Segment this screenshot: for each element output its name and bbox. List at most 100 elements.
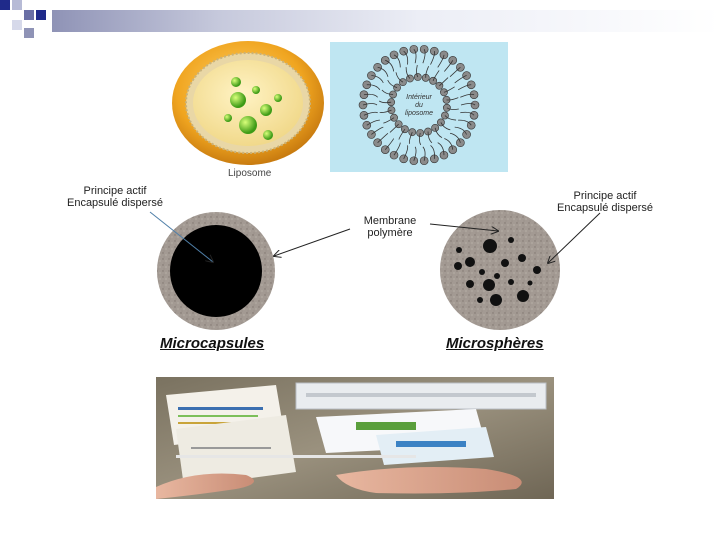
lipid-tail (371, 126, 384, 135)
capsule-diagram (149, 210, 601, 330)
liposome-caption: Liposome (228, 168, 272, 179)
lipid-tail (416, 64, 419, 78)
label-line: Encapsulé dispersé (556, 202, 653, 214)
lipid-head-outer (389, 150, 399, 160)
arrow-membrane-right (429, 223, 498, 231)
lipid-tail (437, 142, 445, 156)
lipid-tail (377, 132, 389, 144)
lipid-tail (393, 142, 401, 156)
microcapsule-active-label: Principe actif Encapsulé dispersé (50, 185, 180, 209)
label-line: Encapsulé dispersé (66, 197, 163, 209)
lipid-tail (434, 127, 443, 139)
lipid-tail (454, 126, 467, 135)
lipid-tail (387, 79, 398, 88)
lipid-tail (432, 70, 440, 81)
banner-square-light (12, 20, 22, 30)
lipid-tail (385, 59, 395, 72)
lipid-head-outer (448, 145, 458, 154)
lipid-tail (449, 66, 461, 77)
lipid-tail (383, 117, 395, 124)
lipid-tail (430, 145, 435, 159)
lipid-tail (413, 146, 417, 161)
lipid-tail (422, 146, 426, 161)
microcapsule-core (170, 225, 262, 317)
banner-gradient-bar (52, 10, 720, 32)
lipid-tail (444, 60, 454, 72)
lipid-tail (446, 97, 459, 101)
lipid-tail (366, 119, 380, 126)
lipid-head-outer (469, 90, 479, 100)
lipid-tail (444, 115, 457, 121)
lipid-head-outer (359, 110, 369, 120)
lipid-head-inner (387, 98, 396, 107)
lipid-head-outer (359, 90, 369, 100)
lipid-tail (384, 138, 395, 150)
label-line: Principe actif (573, 190, 637, 202)
lipid-tail (458, 119, 472, 126)
lipid-head-outer (419, 44, 429, 54)
microsphere-active-label: Principe actif Encapsulé dispersé (540, 190, 670, 214)
membrane-label: Membrane polymère (350, 215, 430, 239)
lipid-tail (430, 51, 435, 65)
lipid-head-inner (390, 113, 398, 122)
lipid-tail (446, 107, 459, 110)
lipid-tail (363, 111, 378, 116)
arrow-active-right (548, 212, 601, 263)
lipid-head-outer (389, 50, 399, 60)
lipid-tail (378, 100, 392, 104)
lipid-tail (398, 128, 406, 140)
svg-text:Intérieur: Intérieur (406, 94, 432, 101)
svg-text:du: du (415, 102, 423, 109)
microsphere-particles (454, 237, 541, 306)
banner-square-light (12, 0, 22, 10)
lipid-head-inner (408, 128, 417, 137)
arrow-active-left (149, 211, 213, 262)
lipid-tail (395, 72, 404, 83)
lipid-tail (439, 77, 449, 87)
label-line: Membrane (363, 215, 417, 227)
lipid-tail (422, 49, 426, 64)
lipid-tail (405, 67, 411, 79)
lipid-tail (413, 48, 417, 64)
lipid-tail (389, 123, 399, 133)
lipid-tail (377, 66, 389, 77)
lipid-tail (403, 50, 409, 65)
lipid-tail (454, 75, 467, 84)
lipid-tail (440, 122, 451, 131)
lipid-tail (460, 93, 475, 98)
lipid-tail (449, 132, 461, 143)
lipid-tail (363, 93, 379, 98)
lipid-tail (393, 54, 401, 68)
banner-square-dark (36, 10, 46, 20)
lipid-tail (366, 84, 381, 91)
lipid-tail (379, 109, 392, 113)
microspheres-title: Microsphères (446, 335, 544, 352)
arrow-membrane-left (274, 228, 351, 256)
label-line: polymère (367, 227, 413, 239)
lipid-tail (457, 84, 472, 91)
lipid-tail (371, 75, 384, 84)
svg-text:liposome: liposome (405, 110, 433, 117)
implant-photo (156, 377, 554, 499)
lipid-head-outer (448, 56, 458, 65)
lipid-tail (444, 138, 454, 150)
lipid-head-outer (409, 44, 419, 54)
lipid-head-outer (456, 138, 465, 148)
lipid-tail (443, 86, 455, 93)
banner-square-mid (24, 28, 34, 38)
lipid-tail (362, 103, 378, 106)
banner-square-dark (0, 0, 10, 10)
lipid-head-outer (399, 154, 408, 164)
lipid-tail (419, 132, 422, 146)
lipid-tail (408, 132, 413, 144)
slide-banner (0, 0, 720, 40)
label-line: Principe actif (83, 185, 147, 197)
banner-square-mid (24, 10, 34, 20)
lipid-tail (460, 111, 475, 116)
lipid-tail (381, 89, 394, 95)
microsphere-body (440, 210, 560, 330)
microcapsules-title: Microcapsules (160, 335, 265, 352)
lipid-tail (427, 131, 433, 144)
lipid-tail (403, 145, 409, 160)
micelle-illustration: Intérieur du liposome (330, 42, 508, 172)
